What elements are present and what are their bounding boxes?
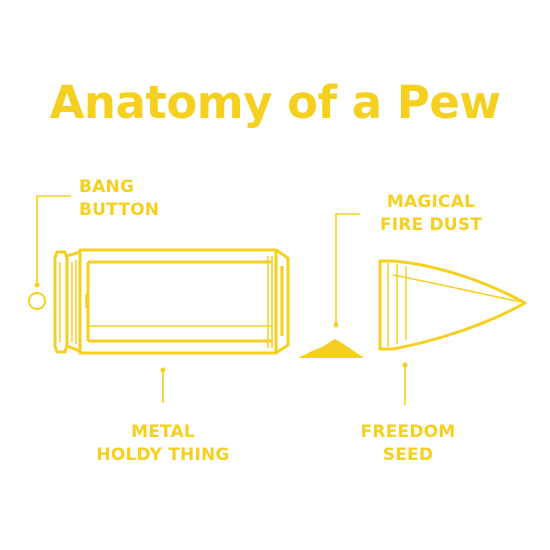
- label-magical-fire-dust-line1: MAGICAL: [386, 192, 476, 212]
- bullet-tip-detail-lines: [387, 263, 523, 347]
- label-metal-holdy-thing: METAL HOLDY THING: [82, 421, 244, 467]
- gunpowder-pile-icon: [298, 339, 364, 358]
- leader-dot-magical-fire-dust: [333, 322, 339, 328]
- label-magical-fire-dust: MAGICAL FIRE DUST: [376, 191, 486, 237]
- page-title: Anatomy of a Pew: [49, 76, 501, 129]
- leader-dot-bang-button: [34, 282, 40, 288]
- primer-circle-icon: [28, 292, 46, 310]
- leader-dot-metal-holdy-thing: [160, 367, 166, 373]
- casing-detail-lines: [59, 256, 273, 348]
- bullet-casing-icon: [53, 248, 290, 355]
- leader-line-bang-button: [36, 195, 71, 283]
- label-bang-button: BANG BUTTON: [79, 176, 159, 222]
- leader-dot-freedom-seed: [402, 362, 408, 368]
- label-metal-holdy-thing-line1: METAL: [131, 422, 195, 442]
- leader-line-magical-fire-dust: [335, 213, 360, 323]
- label-freedom-seed-line2: SEED: [382, 445, 434, 465]
- bullet-tip-icon: [378, 259, 527, 351]
- label-freedom-seed: FREEDOM SEED: [348, 421, 468, 467]
- label-magical-fire-dust-line2: FIRE DUST: [379, 215, 483, 235]
- label-metal-holdy-thing-line2: HOLDY THING: [96, 445, 230, 465]
- label-bang-button-line2: BUTTON: [79, 200, 160, 220]
- label-freedom-seed-line1: FREEDOM: [360, 422, 456, 442]
- label-bang-button-line1: BANG: [79, 177, 135, 197]
